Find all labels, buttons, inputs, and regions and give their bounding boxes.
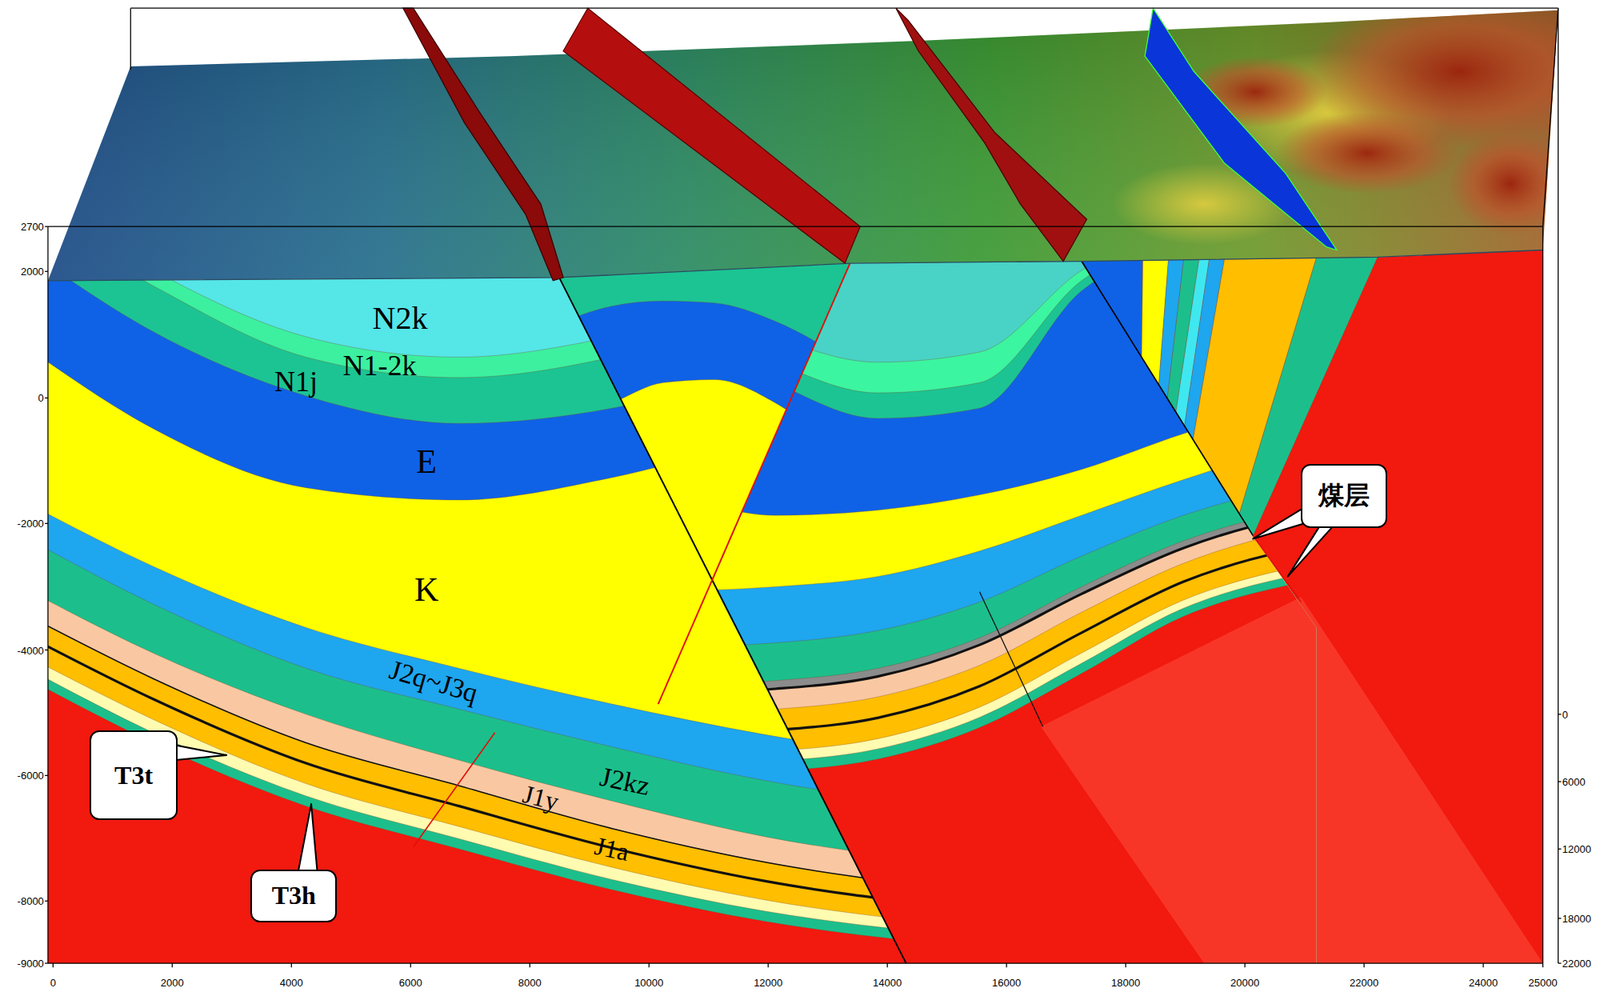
frame-line [48,962,1544,964]
frame-line [48,226,1544,228]
callout-label: 煤层 [1318,481,1370,510]
axis-tick [44,226,48,228]
stratum-label: N2k [372,302,428,335]
axis-tick [887,963,888,968]
axis-tick [44,523,48,524]
axis-tick [44,775,48,776]
axis-tick [44,962,48,964]
axis-tick [44,900,48,902]
axis-tick-label: 8000 [518,977,542,988]
axis-tick-label: 0 [1562,708,1568,720]
axis-tick [1558,962,1562,964]
axis-tick-label: -2000 [17,518,44,529]
axis-tick-label: 14000 [872,977,902,988]
axis-tick-label: 20000 [1230,977,1260,988]
axis-tick-label: 2000 [20,266,44,277]
fault-trace [658,263,851,704]
axis-tick [1363,963,1364,968]
fault-plane [403,8,564,281]
axis-tick-label: 4000 [280,977,304,988]
axis-tick [44,397,48,399]
fault-plane [896,8,1088,261]
axis-tick-label: 0 [38,392,44,404]
terrain-hill [1275,112,1460,194]
axis-tick [291,963,292,968]
axis-tick [1482,963,1484,968]
axis-tick-label: 18000 [1562,912,1592,924]
frame-line [1543,8,1559,227]
callout-box: 煤层 [1300,464,1388,528]
axis-tick-label: -4000 [17,644,44,656]
frame-line [130,8,1558,9]
fault-trace [413,732,496,848]
fault-plane [1144,8,1337,250]
axis-tick [529,963,531,968]
axis-tick [648,963,650,968]
axis-tick [1558,848,1562,850]
frame-line [1542,226,1544,964]
axis-tick-label: -9000 [17,958,44,969]
axis-tick-label: 12000 [1562,844,1592,855]
axis-tick [1244,963,1245,968]
axis-tick-label: 22000 [1349,977,1379,988]
axis-tick [44,649,48,651]
stratum-label: N1j [274,367,318,396]
axis-tick-label: 25000 [1528,977,1557,988]
axis-tick-label: -8000 [17,896,44,907]
callout-label: T3t [114,761,153,790]
axis-tick-label: 16000 [992,977,1021,988]
frame-line [1557,8,1559,964]
fault-trace [979,592,1043,727]
axis-tick-label: 18000 [1111,977,1140,988]
axis-tick [1125,963,1127,968]
axis-tick [1542,963,1544,968]
axis-tick [768,963,769,968]
axis-tick-label: 2700 [20,221,44,232]
axis-tick [1558,713,1562,715]
axis-tick [172,963,173,968]
stratum-label: K [414,572,439,607]
axis-tick [52,963,54,968]
terrain-relief [40,0,1600,286]
fault-plane [563,8,860,264]
frame-line [130,8,132,70]
callout-box: T3h [250,869,337,923]
fault-trace [1081,261,1253,536]
axis-tick [410,963,412,968]
callout-label: T3h [272,881,316,910]
axis-tick-label: 24000 [1468,977,1498,988]
fault-trace [559,277,907,964]
axis-tick-label: 10000 [634,977,664,988]
stratum-label: N1-2k [342,351,416,380]
axis-tick [1558,917,1562,919]
stratum-label: E [416,444,437,479]
axis-tick-label: -6000 [17,770,44,781]
terrain-edge [48,250,1544,281]
stratum-label: J1a [592,832,632,865]
fault-plane [1040,596,1544,964]
axis-tick-label: 0 [50,977,56,988]
terrain-hill [1448,132,1572,236]
axis-tick-label: 6000 [1562,776,1586,788]
axis-tick-label: 2000 [160,977,184,988]
callout-box: T3t [89,730,178,820]
axis-tick-label: 12000 [753,977,783,988]
axis-tick [44,271,48,272]
axis-tick-label: 6000 [399,977,423,988]
axis-tick [1558,780,1562,782]
axis-tick-label: 22000 [1562,958,1592,969]
frame-line [47,226,48,964]
axis-tick [1006,963,1008,968]
